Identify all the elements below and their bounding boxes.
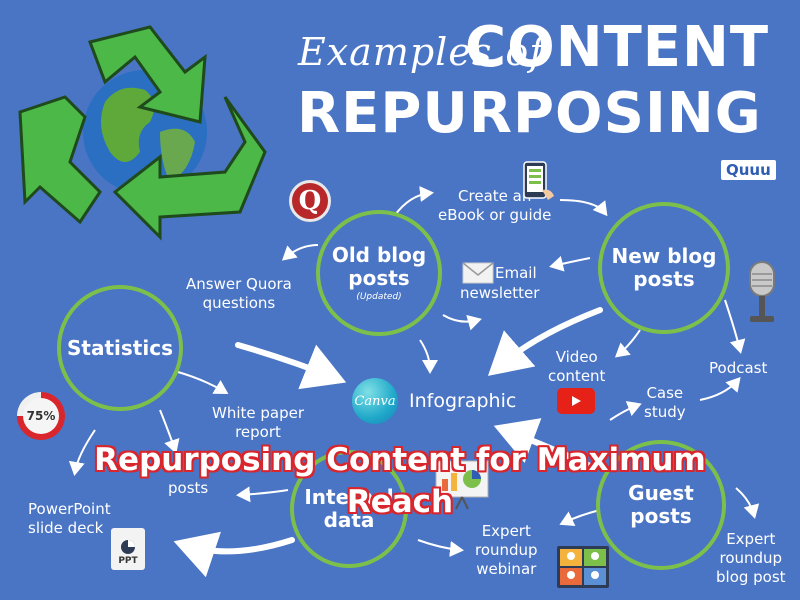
arrow-guest-to-case: [609, 401, 642, 421]
title-line-1: CONTENT: [465, 15, 770, 80]
arrow-old-to-email: [442, 314, 482, 331]
overlay-caption-line-2: Reach: [346, 484, 454, 520]
arrow-internal-to-webinar: [417, 539, 464, 557]
arrow-new-to-email: [549, 255, 591, 272]
arrow-new-to-infographic: [487, 307, 603, 376]
label-line: webinar: [476, 560, 537, 578]
arrow-ebook-to-new: [559, 199, 608, 217]
label-expert-webinar: Expert roundup webinar: [475, 522, 538, 579]
label-white-paper: White paper report: [212, 404, 304, 442]
label-line: eBook or guide: [438, 206, 552, 224]
overlay-caption-line-1: Repurposing Content for Maximum: [94, 442, 706, 478]
label-infographic: Infographic: [409, 390, 517, 412]
envelope-icon: [462, 262, 494, 284]
arrow-stats-to-powerpoint: [68, 429, 96, 476]
label-line: roundup: [719, 549, 783, 567]
label-line: questions: [202, 294, 276, 312]
arrow-case-to-podcast: [699, 376, 741, 401]
powerpoint-file-icon: PPT: [111, 528, 145, 570]
arrow-new-to-podcast: [724, 299, 746, 354]
phone-icon: [523, 161, 554, 200]
percent-chart-icon: 75%: [17, 392, 65, 440]
pie-glyph-icon: [121, 540, 135, 554]
microphone-icon: [749, 261, 775, 322]
label-powerpoint: PowerPoint slide deck: [28, 500, 111, 538]
hub-title: Old blog: [331, 243, 427, 267]
arrow-internal-to-social: [236, 486, 289, 503]
hub-title: Guest: [628, 481, 694, 505]
recycle-globe-icon: [18, 25, 267, 241]
label-line: White paper: [212, 404, 305, 422]
label-video-content: Video content: [548, 348, 605, 386]
hub-title: posts: [633, 267, 695, 291]
label-line: Create an: [458, 187, 532, 205]
arrow-old-to-infographic: [419, 339, 438, 374]
brand-logo: Quuu: [721, 160, 776, 180]
ppt-icon-label: PPT: [118, 556, 138, 566]
arrow-internal-to-powerpoint: [173, 531, 295, 578]
hub-subtitle: (Updated): [356, 292, 402, 302]
arrow-stats-to-social: [159, 409, 180, 454]
label-line: Video: [555, 348, 598, 366]
canva-logo: Canva: [352, 378, 398, 424]
label-line: Expert: [481, 522, 531, 540]
play-triangle-icon: [572, 396, 581, 406]
label-line: PowerPoint: [28, 500, 111, 518]
hub-statistics: Statistics: [57, 285, 183, 411]
label-line: Answer Quora: [186, 275, 292, 293]
label-line: study: [644, 403, 686, 421]
arrow-old-to-ebook: [394, 186, 434, 216]
hub-old-blog-posts: Old blog posts (Updated): [316, 210, 442, 336]
hub-title: data: [323, 508, 375, 532]
arrow-old-to-quora: [281, 244, 319, 261]
label-line: Expert: [726, 530, 776, 548]
arrow-guest-to-infographic: [493, 418, 591, 468]
hub-title: posts: [348, 266, 410, 290]
arrow-stats-to-infographic: [235, 342, 347, 390]
arrow-new-to-video: [614, 329, 641, 358]
hub-title: Statistics: [67, 335, 173, 360]
arrow-stats-to-whitepaper: [177, 371, 229, 395]
youtube-play-icon: [557, 388, 595, 414]
label-line: content: [548, 367, 606, 385]
label-line: report: [235, 423, 281, 441]
label-email-newsletter: Email: [495, 264, 537, 283]
label-line: slide deck: [28, 519, 104, 537]
percent-value: 75%: [23, 398, 59, 434]
label-answer-quora: Answer Quora questions: [186, 275, 292, 313]
title-prefix: Examples of: [298, 30, 545, 74]
hub-new-blog-posts: New blog posts: [598, 202, 730, 334]
label-line: roundup: [475, 541, 538, 559]
label-email-newsletter-2: newsletter: [460, 284, 539, 303]
label-podcast: Podcast: [709, 359, 768, 377]
hub-title: New blog: [611, 244, 717, 268]
label-line: Case: [646, 384, 684, 402]
hub-guest-posts: Guest posts: [596, 440, 726, 570]
presentation-icon: [435, 460, 489, 510]
arrow-guest-to-expert-blog: [735, 487, 760, 519]
hub-internal-data: Internal data: [290, 450, 408, 568]
label-line: Email: [495, 264, 537, 282]
label-social-media-posts: posts: [168, 479, 209, 497]
title-line-2: REPURPOSING: [297, 81, 762, 146]
label-case-study: Case study: [644, 384, 686, 422]
hub-title: posts: [630, 504, 692, 528]
video-call-icon: [557, 546, 609, 588]
label-ebook: Create an eBook or guide: [438, 187, 551, 225]
hub-title: Internal: [304, 485, 394, 509]
label-line: blog post: [716, 568, 786, 586]
label-line: newsletter: [460, 284, 540, 302]
label-expert-blog-post: Expert roundup blog post: [716, 530, 786, 587]
quora-icon: Q: [289, 180, 331, 222]
